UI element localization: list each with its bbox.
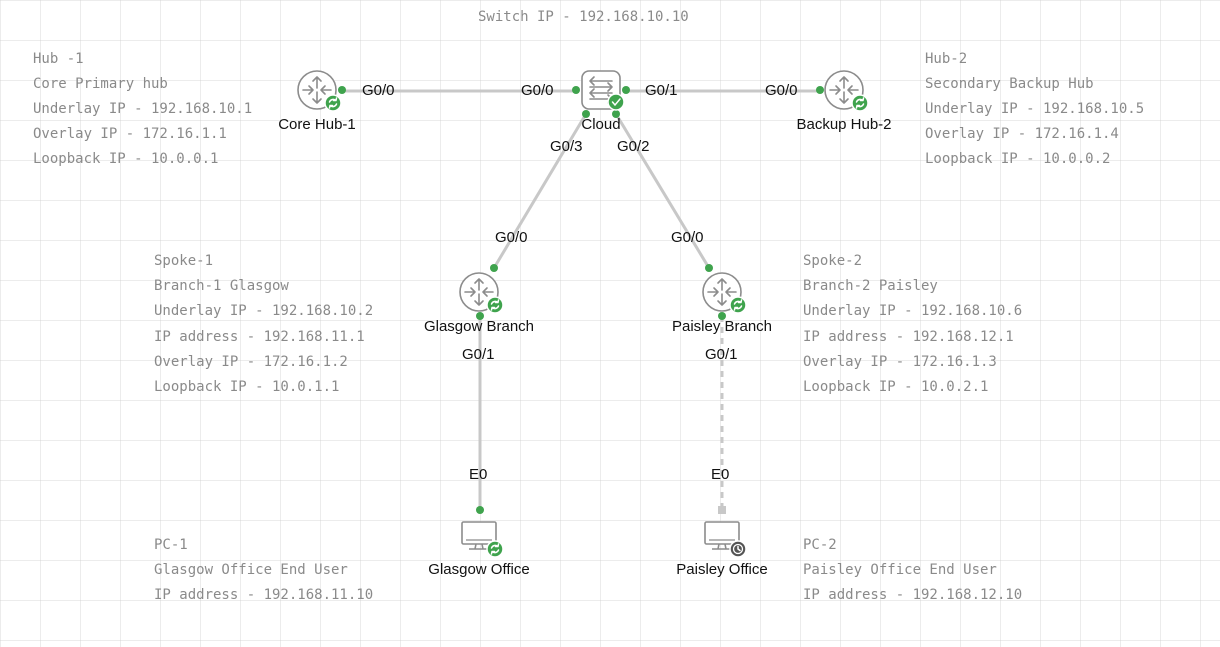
status-running-icon xyxy=(324,94,342,112)
status-running-icon xyxy=(729,296,747,314)
port-dot xyxy=(490,264,498,272)
link-endpoints xyxy=(338,86,824,514)
note-line: Branch-2 Paisley xyxy=(803,278,938,294)
note-line: Underlay IP - 192.168.10.6 xyxy=(803,303,1022,319)
port-dot xyxy=(572,86,580,94)
port-label: G0/1 xyxy=(645,82,678,99)
note-line: Underlay IP - 192.168.10.5 xyxy=(925,101,1144,117)
note-line: Loopback IP - 10.0.1.1 xyxy=(154,379,339,395)
note-line: PC-2 xyxy=(803,537,837,553)
device-label: Paisley Office xyxy=(676,561,767,578)
device-label: Backup Hub-2 xyxy=(796,116,891,133)
note-line: Overlay IP - 172.16.1.2 xyxy=(154,354,348,370)
port-label: G0/3 xyxy=(550,138,583,155)
port-dot xyxy=(476,312,484,320)
note-line: Branch-1 Glasgow xyxy=(154,278,289,294)
device-paisley-office[interactable]: Paisley Office xyxy=(676,521,768,578)
note-line: Overlay IP - 172.16.1.4 xyxy=(925,126,1119,142)
port-labels: G0/0 G0/0 G0/1 G0/0 G0/3 G0/2 G0/0 G0/0 … xyxy=(362,82,798,483)
note-pc2[interactable]: PC-2 Paisley Office End User IP address … xyxy=(803,537,1022,603)
port-dot xyxy=(816,86,824,94)
status-stopped-icon xyxy=(729,540,747,558)
note-line: Core Primary hub xyxy=(33,76,168,92)
device-glasgow-office[interactable]: Glasgow Office xyxy=(428,521,530,578)
note-line: Loopback IP - 10.0.2.1 xyxy=(803,379,988,395)
device-label: Paisley Branch xyxy=(672,318,772,335)
note-line: IP address - 192.168.12.10 xyxy=(803,587,1022,603)
note-line: Paisley Office End User xyxy=(803,562,997,578)
port-label: E0 xyxy=(711,466,729,483)
note-line: PC-1 xyxy=(154,537,188,553)
note-line: Spoke-1 xyxy=(154,253,213,269)
port-dot xyxy=(338,86,346,94)
status-running-icon xyxy=(486,296,504,314)
note-line: IP address - 192.168.11.1 xyxy=(154,329,365,345)
device-core-hub[interactable]: Core Hub-1 xyxy=(278,70,356,133)
note-line: Secondary Backup Hub xyxy=(925,76,1094,92)
port-dot xyxy=(718,312,726,320)
port-dot xyxy=(705,264,713,272)
status-running-icon xyxy=(486,540,504,558)
port-dot xyxy=(612,110,620,118)
port-dot xyxy=(582,110,590,118)
device-paisley-branch[interactable]: Paisley Branch xyxy=(672,272,772,335)
note-line: Hub -1 xyxy=(33,51,84,67)
port-label: G0/0 xyxy=(495,229,528,246)
note-line: Underlay IP - 192.168.10.2 xyxy=(154,303,373,319)
links xyxy=(341,89,820,510)
note-line: Underlay IP - 192.168.10.1 xyxy=(33,101,252,117)
note-line: Hub-2 xyxy=(925,51,967,67)
status-running-icon xyxy=(851,94,869,112)
note-line: Loopback IP - 10.0.0.1 xyxy=(33,151,218,167)
note-pc1[interactable]: PC-1 Glasgow Office End User IP address … xyxy=(154,537,373,603)
device-label: Cloud xyxy=(581,116,620,133)
device-label: Glasgow Branch xyxy=(424,318,534,335)
note-line: Loopback IP - 10.0.0.2 xyxy=(925,151,1110,167)
note-spoke1[interactable]: Spoke-1 Branch-1 Glasgow Underlay IP - 1… xyxy=(154,253,373,395)
device-glasgow-branch[interactable]: Glasgow Branch xyxy=(424,272,534,335)
port-label: G0/0 xyxy=(362,82,395,99)
port-dot-down xyxy=(718,506,726,514)
note-line: Glasgow Office End User xyxy=(154,562,348,578)
note-line: IP address - 192.168.11.10 xyxy=(154,587,373,603)
link-cloud-glasgow[interactable] xyxy=(492,113,588,269)
note-line: Overlay IP - 172.16.1.1 xyxy=(33,126,227,142)
note-line: Spoke-2 xyxy=(803,253,862,269)
port-label: G0/0 xyxy=(521,82,554,99)
status-ok-icon xyxy=(607,93,625,111)
port-label: G0/0 xyxy=(765,82,798,99)
port-label: G0/1 xyxy=(462,346,495,363)
port-label: E0 xyxy=(469,466,487,483)
port-label: G0/1 xyxy=(705,346,738,363)
port-label: G0/0 xyxy=(671,229,704,246)
device-label: Glasgow Office xyxy=(428,561,529,578)
note-hub2[interactable]: Hub-2 Secondary Backup Hub Underlay IP -… xyxy=(925,51,1144,167)
device-backup-hub[interactable]: Backup Hub-2 xyxy=(796,70,892,133)
switch-ip-label: Switch IP - 192.168.10.10 xyxy=(478,9,689,25)
port-dot xyxy=(622,86,630,94)
link-cloud-paisley[interactable] xyxy=(614,113,711,269)
device-cloud[interactable]: Cloud xyxy=(581,70,625,133)
note-line: Overlay IP - 172.16.1.3 xyxy=(803,354,997,370)
note-line: IP address - 192.168.12.1 xyxy=(803,329,1014,345)
device-label: Core Hub-1 xyxy=(278,116,356,133)
note-spoke2[interactable]: Spoke-2 Branch-2 Paisley Underlay IP - 1… xyxy=(803,253,1022,395)
port-label: G0/2 xyxy=(617,138,650,155)
note-hub1[interactable]: Hub -1 Core Primary hub Underlay IP - 19… xyxy=(33,51,252,167)
port-dot xyxy=(476,506,484,514)
